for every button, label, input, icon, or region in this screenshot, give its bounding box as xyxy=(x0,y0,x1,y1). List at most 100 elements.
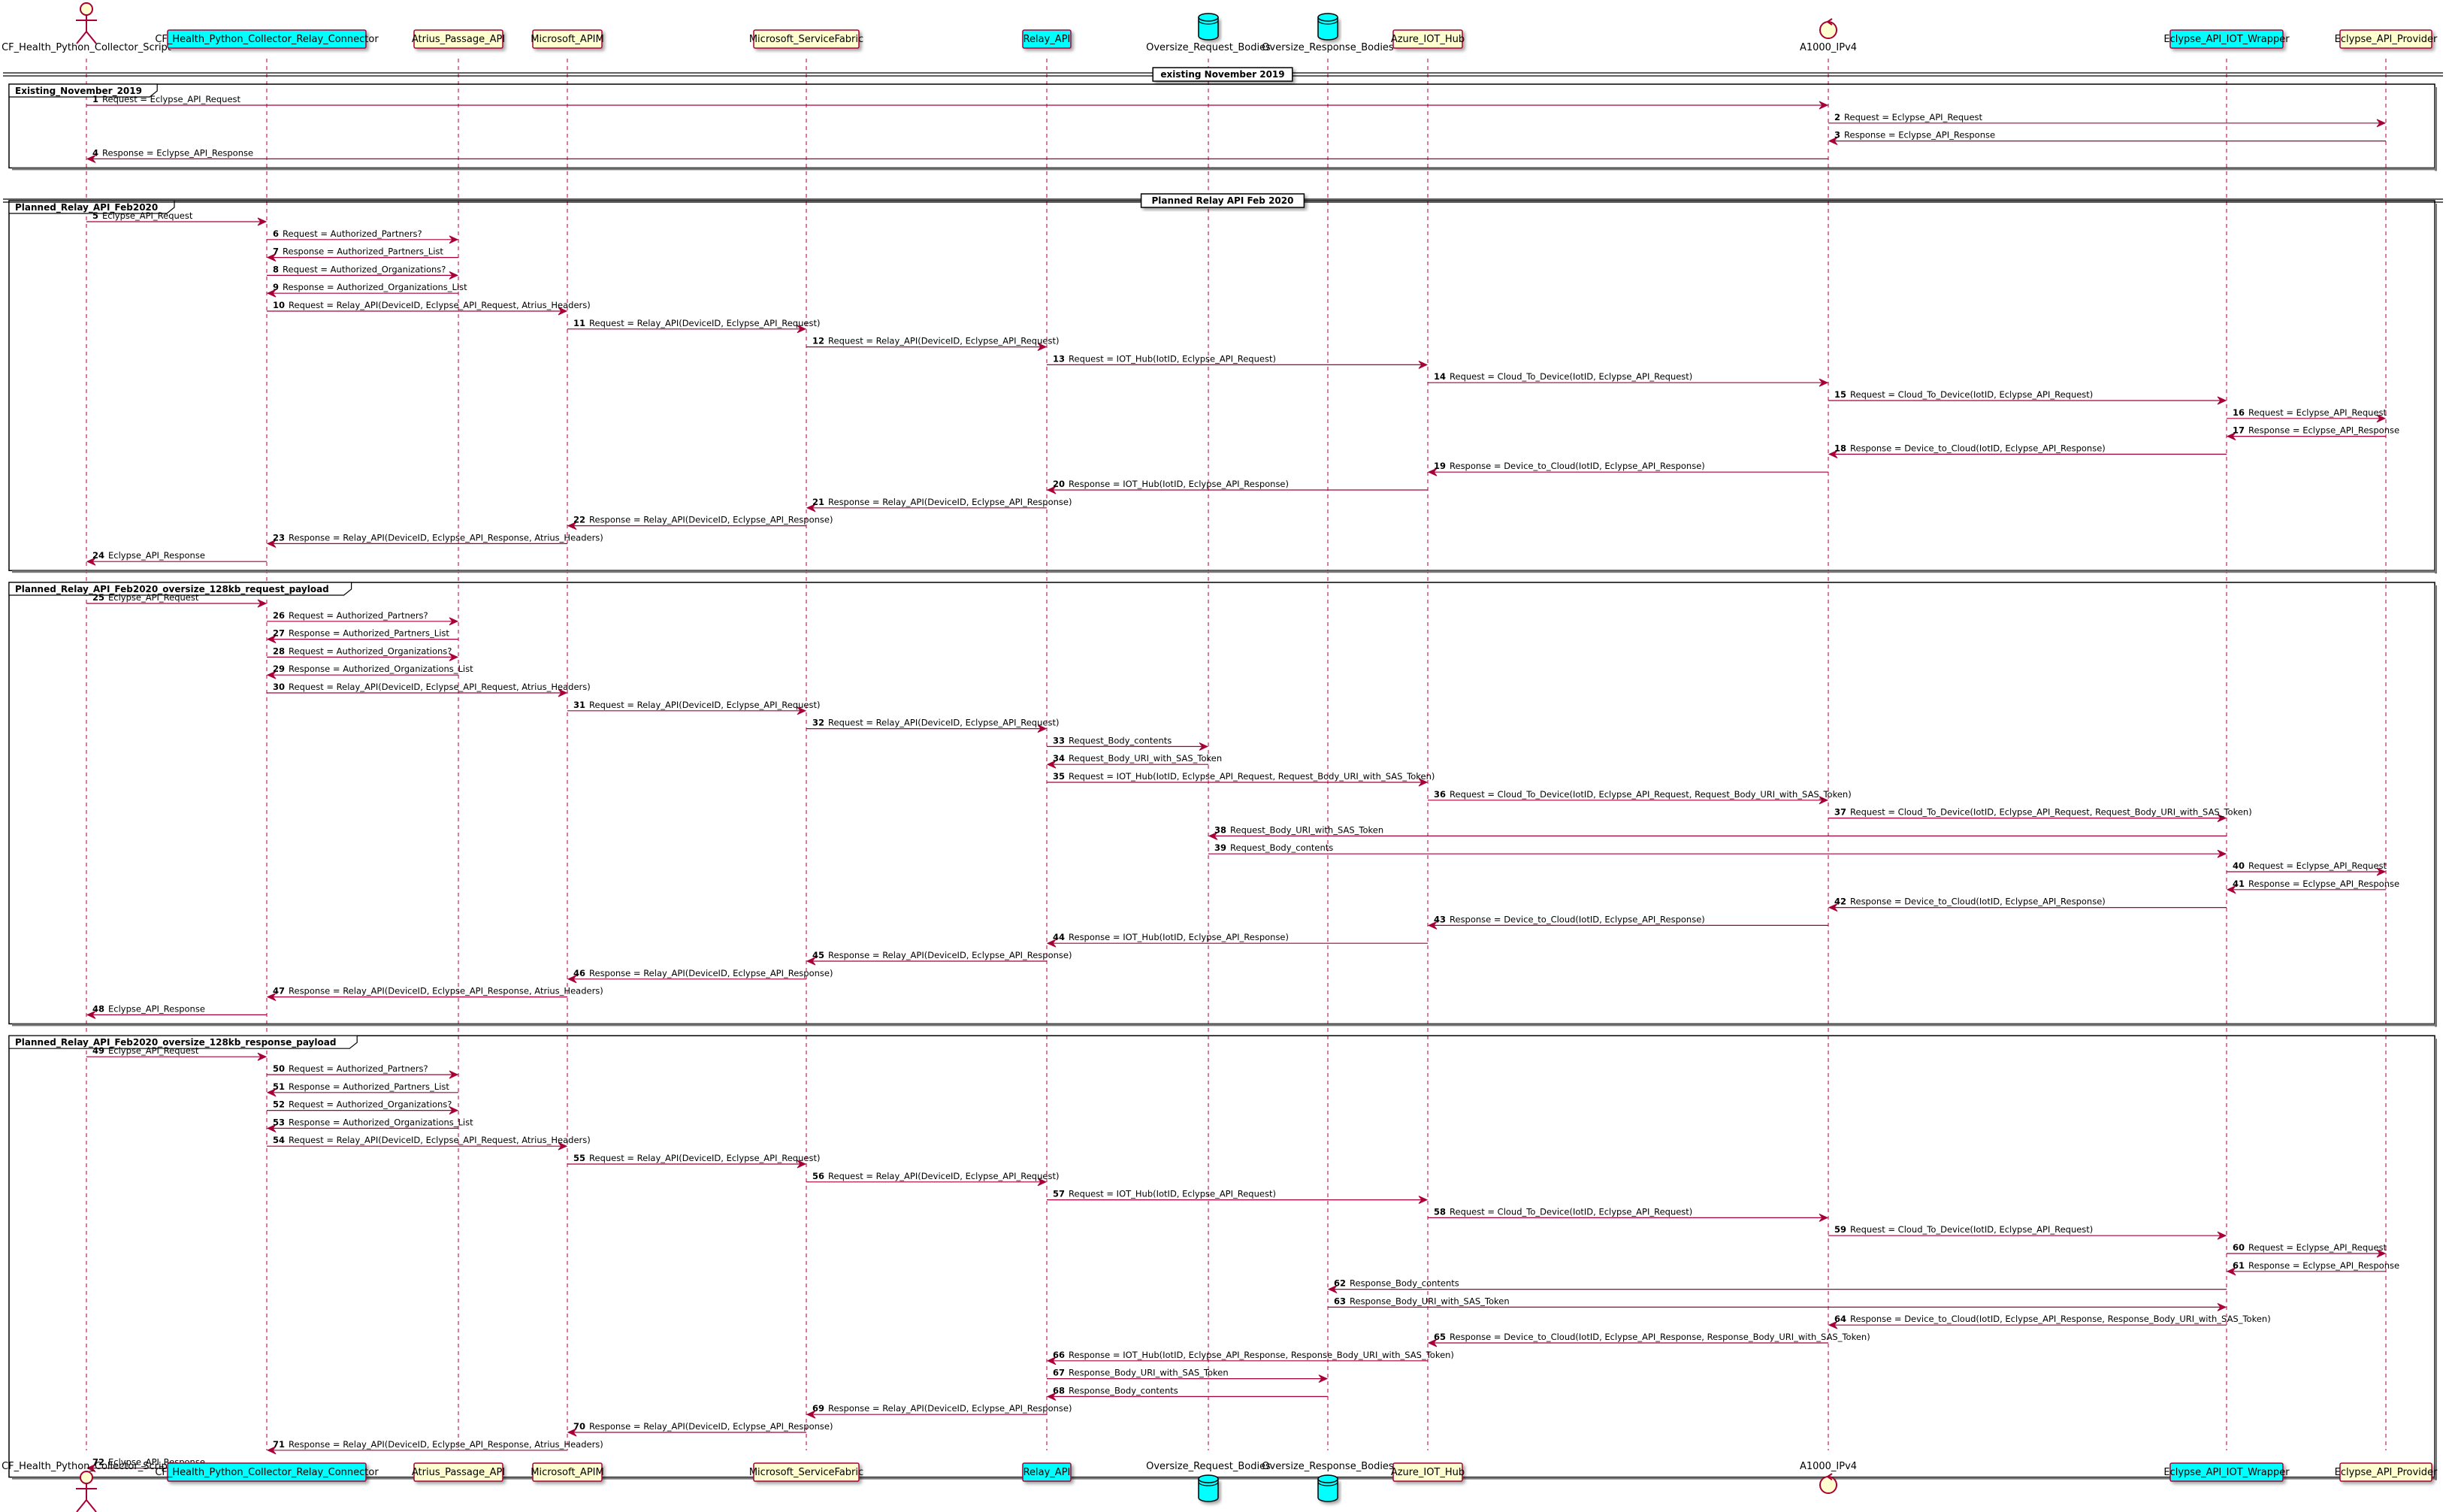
participant-relayconn-bottom: CF_Health_Python_Collector_Relay_Connect… xyxy=(155,1462,379,1482)
participant-label: Eclypse_API_IOT_Wrapper xyxy=(2163,1467,2290,1478)
participant-label: Oversize_Response_Bodies xyxy=(1262,1461,1394,1472)
participant-label: Relay_API xyxy=(1023,1467,1071,1478)
arrowhead xyxy=(1427,1338,1438,1347)
arrowhead xyxy=(797,325,807,334)
section-divider: existing November 2019 xyxy=(3,67,2443,82)
participant-atrius-top: Atrius_Passage_API xyxy=(412,29,505,49)
arrowhead xyxy=(86,1464,96,1473)
arrowhead xyxy=(449,271,459,280)
arrowhead xyxy=(449,652,459,661)
group-frame: Planned_Relay_API_Feb2020_oversize_128kb… xyxy=(8,582,2437,1027)
arrowhead xyxy=(1046,939,1057,948)
group-frame: Planned_Relay_API_Feb2020_oversize_128kb… xyxy=(8,1035,2437,1480)
arrowhead xyxy=(86,557,96,566)
participant-label: Oversize_Request_Bodies xyxy=(1146,1461,1271,1472)
arrowhead xyxy=(567,522,577,531)
arrowhead xyxy=(1819,101,1829,110)
participant-label: A1000_IPv4 xyxy=(1800,1461,1857,1472)
arrowhead xyxy=(2226,432,2236,441)
arrowhead xyxy=(2226,885,2236,894)
participant-script-top: CF_Health_Python_Collector_Script xyxy=(2,2,171,53)
arrowhead xyxy=(1199,742,1209,751)
group-name: Existing_November_2019 xyxy=(15,86,142,97)
arrowhead xyxy=(1819,378,1829,387)
participant-label: CF_Health_Python_Collector_Relay_Connect… xyxy=(155,1467,379,1478)
arrowhead xyxy=(1208,831,1218,840)
arrowhead xyxy=(1418,1196,1429,1205)
arrowhead xyxy=(266,289,277,298)
participant-label: Eclypse_API_Provider xyxy=(2335,34,2438,45)
arrowhead xyxy=(806,503,816,513)
participant-label: Microsoft_ServiceFabric xyxy=(749,34,863,45)
arrowhead xyxy=(1418,360,1429,369)
arrowhead xyxy=(558,307,568,316)
participant-script-bottom: CF_Health_Python_Collector_Script xyxy=(2,1461,171,1512)
group-name: Planned_Relay_API_Feb2020_oversize_128kb… xyxy=(15,1037,336,1048)
participant-label: Microsoft_ServiceFabric xyxy=(749,1467,863,1478)
divider-label: existing November 2019 xyxy=(1160,69,1284,80)
arrowhead xyxy=(1828,1320,1838,1329)
arrowhead xyxy=(1037,724,1048,733)
participant-relayconn-top: CF_Health_Python_Collector_Relay_Connect… xyxy=(155,29,379,49)
arrowhead xyxy=(558,1142,568,1151)
arrowhead xyxy=(1828,449,1838,458)
participant-atrius-bottom: Atrius_Passage_API xyxy=(412,1462,505,1482)
arrowhead xyxy=(266,993,277,1002)
participant-provider-top: Eclypse_API_Provider xyxy=(2335,29,2438,49)
participant-iothub-bottom: Azure_IOT_Hub xyxy=(1391,1462,1465,1482)
